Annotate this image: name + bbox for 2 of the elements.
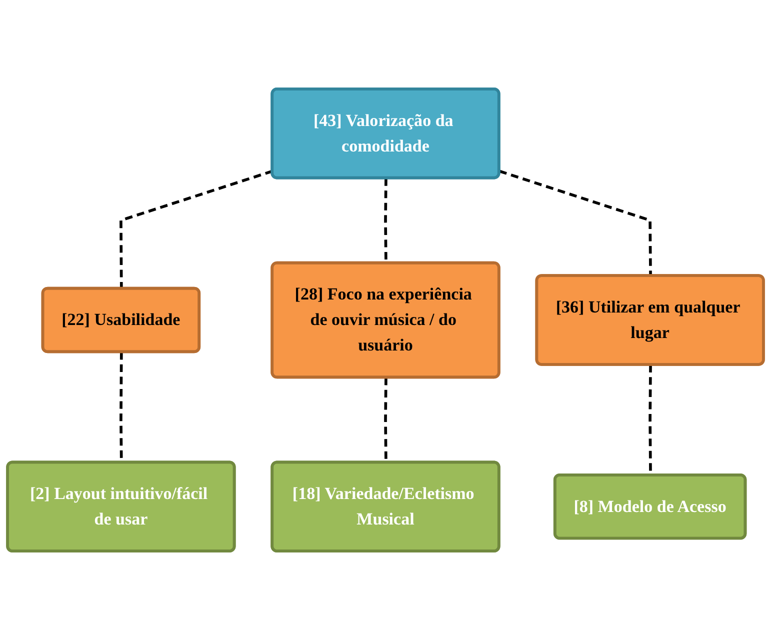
connector [498, 170, 652, 276]
connector [120, 170, 274, 289]
